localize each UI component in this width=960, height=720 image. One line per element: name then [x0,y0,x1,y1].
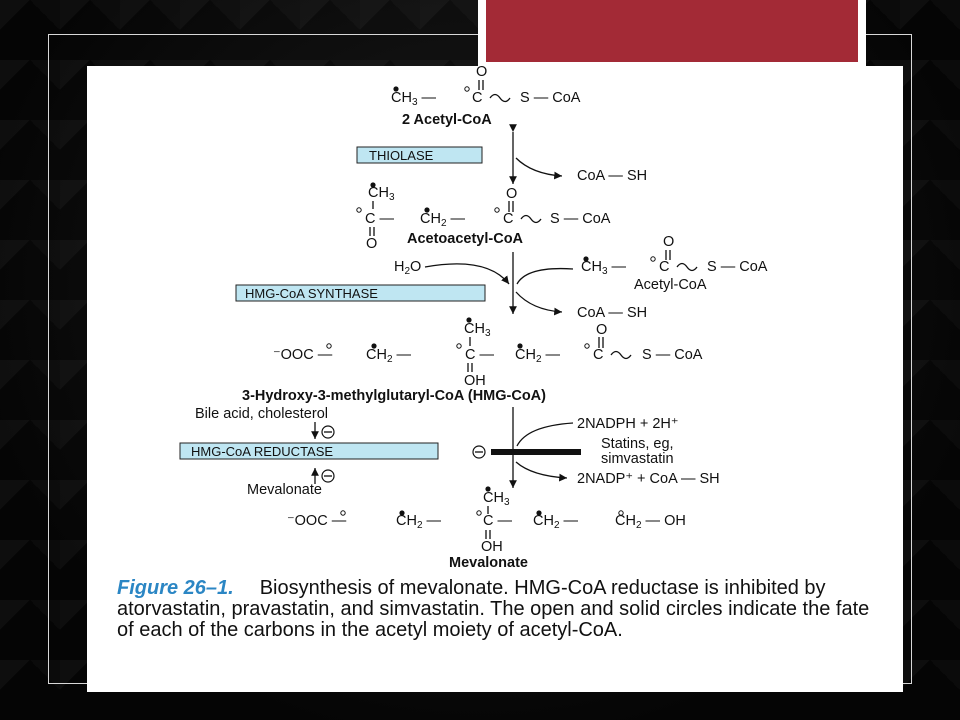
title-accent-block [486,0,858,62]
nadph-in-arrow [516,422,574,447]
svg-text:C —: C — [483,513,513,529]
svg-text:S — CoA: S — CoA [642,347,703,363]
pathway-diagram: CH3 — C O S — CoA 2 Acetyl-CoA THIOLASE … [179,66,768,571]
svg-text:CH2 —: CH2 — [533,513,579,531]
svg-text:S — CoA: S — CoA [550,211,611,227]
svg-text:C —: C — [365,211,395,227]
hmg-reductase-box [179,442,439,460]
svg-text:S — CoA: S — CoA [707,259,768,275]
water-arrow [424,263,510,285]
svg-text:OH: OH [464,373,486,389]
acetyl-coa-cosubstrate: CH3 — C O S — CoA [581,234,768,277]
statins-line1: Statins, eg, [601,436,674,452]
svg-text:⁻OOC —: ⁻OOC — [287,513,347,529]
thiolase-product: CoA — SH [577,168,647,184]
svg-text:C —: C — [465,347,495,363]
thiolase-coash-arrow [515,157,563,180]
svg-text:O: O [366,236,377,252]
figure-panel: CH3 — C O S — CoA 2 Acetyl-CoA THIOLASE … [87,66,903,692]
hmg-synthase-product: CoA — SH [577,305,647,321]
acetyl-coa-label: 2 Acetyl-CoA [402,112,492,128]
svg-text:CH2 —: CH2 — [515,347,561,365]
svg-text:CH3: CH3 [368,185,395,203]
svg-text:O: O [506,186,517,202]
svg-text:C: C [503,211,513,227]
statins-line2: simvastatin [601,451,674,467]
nadph-label: 2NADPH + 2H⁺ [577,416,679,432]
svg-text:CH3: CH3 [483,490,510,508]
hmg-synthase-coash-arrow [515,291,563,316]
hmg-reductase-label: HMG-CoA REDUCTASE [191,444,333,459]
svg-text:O: O [596,322,607,338]
svg-text:⁻OOC —: ⁻OOC — [273,347,333,363]
svg-text:CH2 —: CH2 — [396,513,442,531]
hmg-synthase-label: HMG-CoA SYNTHASE [245,286,378,301]
svg-text:S — CoA: S — CoA [520,90,581,106]
acetyl-coa-cosubstrate-label: Acetyl-CoA [634,277,707,293]
acetoacetyl-coa-label: Acetoacetyl-CoA [407,231,524,247]
svg-text:OH: OH [481,539,503,555]
caption-text: Biosynthesis of mevalonate. HMG-CoA redu… [117,577,870,641]
mevalonate-structure: CH3 ⁻OOC — CH2 — C — CH2 — CH2 — OH OH [287,486,686,555]
hmg-coa-label: 3-Hydroxy-3-methylglutaryl-CoA (HMG-CoA) [242,388,546,404]
hmg-synthase-box [235,284,486,302]
svg-text:C: C [593,347,603,363]
svg-text:C: C [472,90,482,106]
acetoacetyl-coa-structure: CH3 C — CH2 — C O S — CoA O [356,182,611,252]
thiolase-label: THIOLASE [369,148,434,163]
svg-text:CH2 —: CH2 — [420,211,466,229]
statin-minus-icon [472,445,486,459]
thiolase-box [356,146,483,164]
nadp-out-arrow [515,461,568,482]
hmg-coa-structure: CH3 ⁻OOC — CH2 — C — CH2 — C O S — CoA O… [273,317,703,389]
svg-text:CH3: CH3 [464,321,491,339]
svg-text:O: O [476,66,487,80]
acetyl-coa-structure: CH3 — C O S — CoA [391,66,581,108]
feedback-minus-icon [321,425,335,439]
figure-label: Figure 26–1. [117,577,234,599]
svg-text:CH2 —: CH2 — [366,347,412,365]
figure-caption: Figure 26–1.Biosynthesis of mevalonate. … [117,578,887,641]
svg-text:CH3 —: CH3 — [581,259,627,277]
svg-text:CH3 —: CH3 — [391,90,437,108]
svg-text:O: O [663,234,674,250]
svg-text:CH2 — OH: CH2 — OH [615,513,686,531]
svg-text:C: C [659,259,669,275]
nadp-label: 2NADP⁺ + CoA — SH [577,471,720,487]
mevalonate-minus-icon [321,469,335,483]
mevalonate-label: Mevalonate [449,555,528,571]
mevalonate-inhibitor-label: Mevalonate [247,482,322,498]
bile-acid-label: Bile acid, cholesterol [195,406,328,422]
water-label: H2O [394,259,421,277]
acetyl-in-arrow [516,267,574,285]
